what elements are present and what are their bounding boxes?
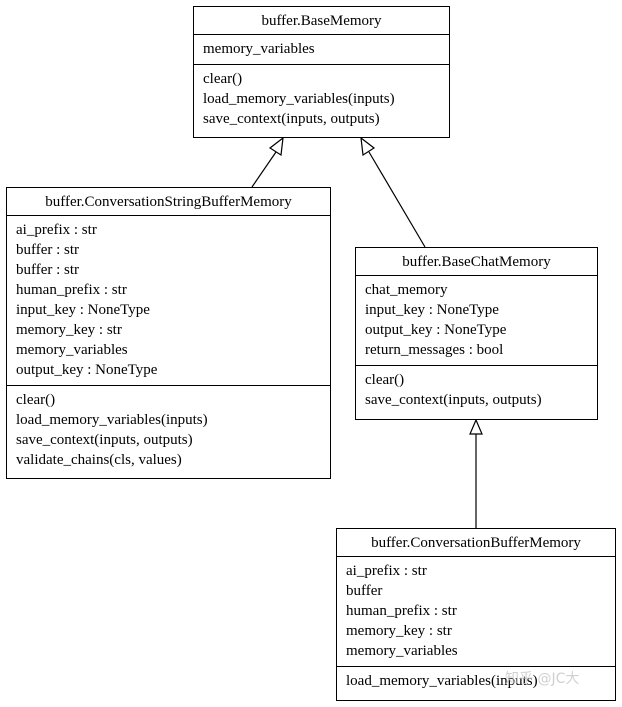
attributes-section: ai_prefix : str buffer : str buffer : st… bbox=[7, 216, 330, 385]
attribute: memory_variables bbox=[16, 342, 128, 358]
methods-section: clear() save_context(inputs, outputs) bbox=[356, 365, 597, 415]
class-name: buffer.BaseChatMemory bbox=[356, 248, 597, 276]
attribute: memory_key : str bbox=[346, 623, 452, 639]
attribute: ai_prefix : str bbox=[16, 222, 97, 238]
attribute: ai_prefix : str bbox=[346, 563, 427, 579]
method: clear() bbox=[365, 372, 405, 388]
attribute: chat_memory bbox=[365, 282, 448, 298]
inheritance-arrowhead bbox=[268, 136, 284, 157]
attribute: buffer : str bbox=[16, 262, 80, 278]
methods-section: clear() load_memory_variables(inputs) sa… bbox=[7, 385, 330, 475]
attributes-section: chat_memory input_key : NoneType output_… bbox=[356, 276, 597, 365]
attribute: human_prefix : str bbox=[346, 603, 457, 619]
attribute: human_prefix : str bbox=[16, 282, 127, 298]
attribute: return_messages : bool bbox=[365, 342, 504, 358]
attribute: input_key : NoneType bbox=[16, 302, 150, 318]
edge-string-buffer-to-base-memory bbox=[251, 151, 277, 188]
attributes-section: ai_prefix : str buffer human_prefix : st… bbox=[337, 557, 615, 666]
attribute: memory_key : str bbox=[16, 322, 122, 338]
attribute: buffer : str bbox=[16, 242, 80, 258]
edge-base-chat-to-base-memory bbox=[368, 151, 426, 248]
attribute: input_key : NoneType bbox=[365, 302, 499, 318]
class-name: buffer.ConversationBufferMemory bbox=[337, 529, 615, 557]
methods-section: clear() load_memory_variables(inputs) sa… bbox=[194, 64, 449, 134]
method: validate_chains(cls, values) bbox=[16, 452, 182, 468]
inheritance-arrowhead bbox=[360, 136, 376, 157]
class-name: buffer.ConversationStringBufferMemory bbox=[7, 188, 330, 216]
watermark: 知乎 @JC大 bbox=[505, 671, 580, 687]
method: clear() bbox=[16, 392, 56, 408]
class-name: buffer.BaseMemory bbox=[194, 7, 449, 35]
attribute: buffer bbox=[346, 583, 383, 599]
class-conversation-string-buffer-memory: buffer.ConversationStringBufferMemory ai… bbox=[6, 187, 331, 479]
class-conversation-buffer-memory: buffer.ConversationBufferMemory ai_prefi… bbox=[336, 528, 616, 701]
inheritance-arrowhead bbox=[469, 418, 483, 435]
attribute: memory_variables bbox=[203, 41, 315, 57]
method: load_memory_variables(inputs) bbox=[203, 91, 395, 107]
method: clear() bbox=[203, 71, 243, 87]
methods-section: load_memory_variables(inputs) bbox=[337, 666, 615, 696]
attribute: output_key : NoneType bbox=[16, 362, 158, 378]
method: save_context(inputs, outputs) bbox=[16, 432, 193, 448]
attribute: memory_variables bbox=[346, 643, 458, 659]
method: save_context(inputs, outputs) bbox=[365, 392, 542, 408]
class-base-chat-memory: buffer.BaseChatMemory chat_memory input_… bbox=[355, 247, 598, 420]
method: load_memory_variables(inputs) bbox=[346, 673, 538, 689]
attribute: output_key : NoneType bbox=[365, 322, 507, 338]
attributes-section: memory_variables bbox=[194, 35, 449, 64]
class-base-memory: buffer.BaseMemory memory_variables clear… bbox=[193, 6, 450, 138]
method: save_context(inputs, outputs) bbox=[203, 111, 380, 127]
method: load_memory_variables(inputs) bbox=[16, 412, 208, 428]
